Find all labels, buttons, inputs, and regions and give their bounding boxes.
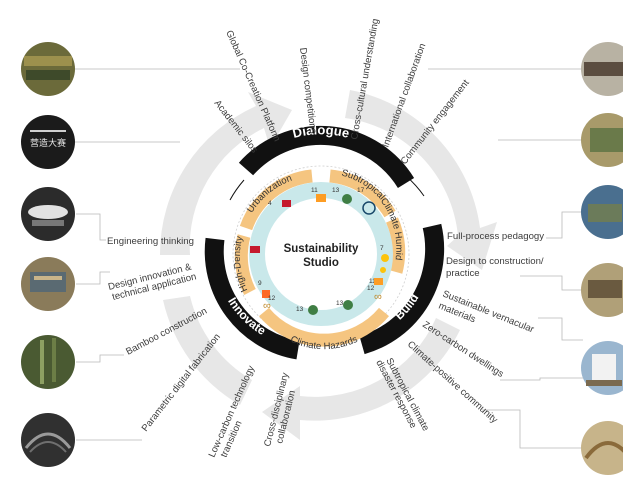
svg-text:12: 12 — [268, 295, 276, 302]
dashed-guide-ring — [232, 165, 410, 343]
sdg-icon-industry: 9 — [258, 280, 270, 298]
label-full-process: Full-process pedagogy — [447, 231, 544, 242]
photo-bamboo-dome — [581, 421, 623, 475]
sdg-icon-partnerships: 17 — [357, 187, 376, 215]
ring-humid-segment — [385, 217, 406, 274]
sdg-icon-consumption: 12 ∞ — [263, 295, 276, 312]
ring-highdensity-segment — [234, 234, 256, 295]
photo-timber-pavilion — [21, 257, 75, 311]
svg-text:13: 13 — [336, 300, 344, 307]
sdg-icon-climate-action-2: 13 — [296, 305, 318, 315]
right-labels: Full-process pedagogy Design to construc… — [373, 231, 544, 433]
sdg-icon-climate-action: 13 — [332, 187, 352, 204]
svg-text:13: 13 — [296, 306, 304, 313]
left-photos: 营造大赛 — [21, 42, 75, 467]
svg-text:12: 12 — [367, 285, 375, 292]
photo-team-workshop — [581, 42, 623, 96]
label-design-to-construction-2: practice — [446, 268, 480, 279]
sdg-icons: 4 11 13 17 7 9 12 ∞ 13 — [250, 187, 389, 315]
sdg-icon-education: 4 — [268, 200, 291, 207]
photo-build-team — [581, 263, 623, 317]
svg-text:Dialogue: Dialogue — [291, 122, 351, 141]
photo-competition-poster: 营造大赛 — [21, 115, 75, 169]
svg-text:9: 9 — [258, 280, 262, 287]
photo-construction-workers — [581, 185, 623, 239]
photo-parametric-structure — [21, 413, 75, 467]
right-photos — [581, 42, 623, 475]
dialogue-label: Dialogue — [291, 122, 351, 141]
center-title-line2: Studio — [303, 257, 339, 269]
sdg-icon-cities: 11 — [311, 187, 326, 202]
ring-innovate-segment — [204, 237, 300, 360]
connector-lines — [75, 68, 583, 449]
svg-text:营造大赛: 营造大赛 — [30, 137, 66, 149]
ring-subtropical-segment — [329, 169, 396, 218]
ring-urbanization-segment — [239, 169, 313, 231]
ring-dialogue-segment — [238, 125, 415, 189]
photo-zero-carbon-house — [581, 341, 623, 395]
sdg-icon-energy: 7 — [380, 245, 389, 262]
inner-ring — [234, 169, 406, 347]
svg-text:17: 17 — [357, 187, 365, 194]
photo-engineering-model — [21, 187, 75, 241]
sdg-icon-climate-action-3: 13 — [336, 300, 353, 310]
svg-text:4: 4 — [268, 200, 272, 207]
book-icon — [250, 246, 260, 253]
svg-text:7: 7 — [380, 245, 384, 252]
label-design-to-construction: Design to construction/ — [446, 256, 544, 267]
photo-community-site — [581, 113, 623, 167]
ring-hazards-segment — [259, 307, 389, 347]
photo-bamboo-forest — [21, 335, 75, 389]
label-engineering-thinking: Engineering thinking — [107, 236, 194, 247]
svg-text:11: 11 — [369, 278, 376, 285]
photo-campus-gathering — [21, 42, 75, 96]
outer-ring — [204, 125, 445, 360]
center-title-line1: Sustainability — [284, 243, 359, 255]
label-design-competitions: Design competitions — [297, 47, 318, 134]
svg-text:∞: ∞ — [374, 291, 382, 303]
sdg-icon-consumption-2: 12 ∞ — [367, 285, 382, 303]
svg-text:11: 11 — [311, 187, 318, 194]
background-arrows — [159, 90, 497, 440]
svg-text:13: 13 — [332, 187, 340, 194]
ring-build-segment — [359, 223, 445, 355]
svg-text:∞: ∞ — [263, 300, 271, 312]
sun-icon — [380, 267, 386, 273]
sdg-icon-cities-2: 11 — [369, 278, 383, 285]
center-disc — [266, 199, 376, 309]
